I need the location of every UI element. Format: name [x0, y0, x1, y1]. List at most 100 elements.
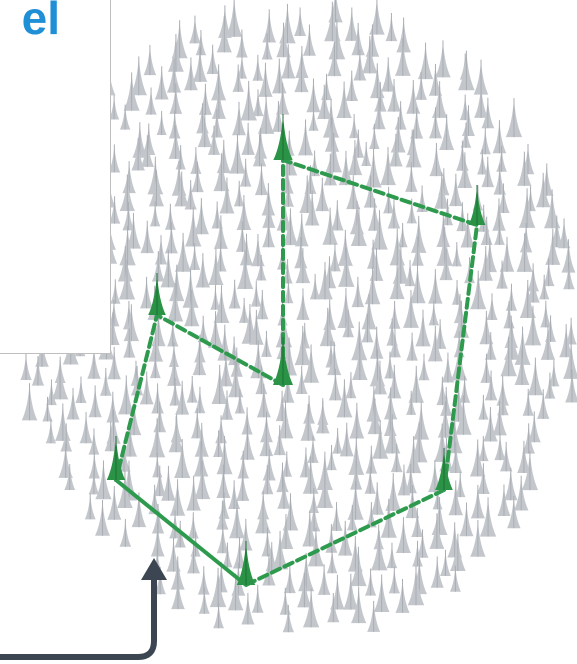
- spike-icon: [395, 38, 411, 76]
- spike-icon: [110, 279, 120, 303]
- spike-icon: [329, 243, 341, 271]
- spike-icon: [189, 243, 200, 270]
- spike-icon: [262, 9, 276, 42]
- spike-icon: [66, 388, 79, 420]
- spike-icon: [228, 361, 243, 398]
- spike-icon: [239, 298, 249, 323]
- spike-icon: [325, 133, 342, 173]
- spike-icon: [194, 198, 209, 234]
- spike-icon: [279, 4, 296, 43]
- spike-icon: [120, 519, 132, 547]
- spike-icon: [55, 403, 71, 440]
- spike-icon: [22, 383, 38, 420]
- spike-icon: [151, 383, 164, 413]
- spike-icon: [383, 187, 394, 214]
- spike-icon: [88, 385, 101, 417]
- spike-icon: [429, 300, 439, 325]
- spike-icon: [167, 352, 181, 386]
- spike-icon: [155, 66, 169, 99]
- spike-icon: [365, 446, 377, 474]
- spike-icon: [317, 85, 331, 119]
- spike-icon: [386, 13, 398, 41]
- spike-icon: [458, 51, 475, 91]
- spike-icon: [52, 360, 68, 399]
- spike-icon: [46, 419, 56, 444]
- spike-icon: [193, 342, 207, 375]
- spike-icon: [194, 441, 209, 476]
- spike-icon: [338, 288, 355, 328]
- spike-icon: [486, 293, 497, 320]
- spike-icon: [369, 0, 385, 35]
- spike-icon: [189, 16, 201, 44]
- spike-icon: [240, 81, 257, 121]
- spike-icon: [236, 469, 249, 501]
- spike-icon: [415, 310, 430, 347]
- spike-icon: [506, 98, 522, 137]
- spike-icon: [541, 325, 555, 359]
- spike-icon: [439, 114, 454, 150]
- spike-icon: [198, 316, 209, 342]
- spike-icon: [452, 280, 462, 305]
- spike-icon: [85, 493, 96, 519]
- spike-icon: [338, 248, 354, 287]
- spike-icon: [389, 301, 401, 329]
- spike-icon: [418, 354, 429, 381]
- spike-icon: [187, 376, 198, 403]
- spike-icon: [169, 110, 181, 138]
- spike-icon: [384, 406, 397, 436]
- spike-icon: [229, 280, 241, 309]
- spike-icon: [255, 496, 271, 534]
- spike-icon: [106, 410, 120, 444]
- spike-icon: [349, 403, 364, 439]
- spike-icon: [188, 512, 199, 538]
- spike-icon: [374, 575, 390, 612]
- spike-icon: [452, 242, 462, 266]
- spike-icon: [20, 353, 31, 380]
- spike-icon: [480, 128, 491, 155]
- spike-icon: [381, 57, 395, 91]
- spike-icon: [432, 497, 448, 535]
- spike-icon: [310, 274, 321, 299]
- highlighted-spikes: [107, 114, 486, 585]
- spike-icon: [241, 593, 254, 625]
- spike-icon: [449, 174, 463, 206]
- spike-icon: [145, 87, 156, 114]
- spike-icon: [435, 40, 451, 77]
- spike-icon: [193, 47, 208, 82]
- spike-icon: [332, 428, 343, 454]
- spike-icon: [252, 55, 263, 81]
- spike-icon: [331, 200, 344, 230]
- spike-icon: [140, 277, 153, 309]
- spike-icon: [459, 502, 473, 536]
- spike-icon: [418, 43, 433, 79]
- spike-icon: [295, 214, 309, 247]
- spike-icon: [540, 301, 551, 328]
- spike-icon: [345, 7, 359, 40]
- spike-icon: [365, 148, 381, 187]
- spike-icon: [167, 283, 183, 321]
- spike-icon: [340, 423, 354, 457]
- spike-icon: [217, 140, 231, 173]
- spike-icon: [442, 353, 455, 383]
- spike-icon: [406, 333, 418, 361]
- spike-icon: [196, 253, 210, 287]
- spike-icon: [241, 123, 254, 155]
- spike-icon: [171, 576, 185, 609]
- spike-icon: [251, 234, 265, 266]
- spike-icon: [365, 569, 376, 596]
- spike-icon: [106, 392, 119, 423]
- spike-icon: [155, 235, 167, 264]
- spike-icon: [294, 7, 306, 36]
- info-panel: el: [0, 0, 111, 354]
- spike-icon: [387, 543, 398, 568]
- spike-icon: [389, 566, 400, 593]
- spike-icon: [277, 477, 290, 509]
- spike-icon: [251, 281, 262, 307]
- spike-icon: [237, 250, 253, 289]
- spike-icon: [212, 85, 226, 119]
- spike-icon: [296, 288, 309, 319]
- spike-icon: [316, 401, 330, 434]
- spike-icon: [252, 585, 264, 613]
- spike-icon: [161, 466, 176, 501]
- spike-icon: [516, 233, 532, 272]
